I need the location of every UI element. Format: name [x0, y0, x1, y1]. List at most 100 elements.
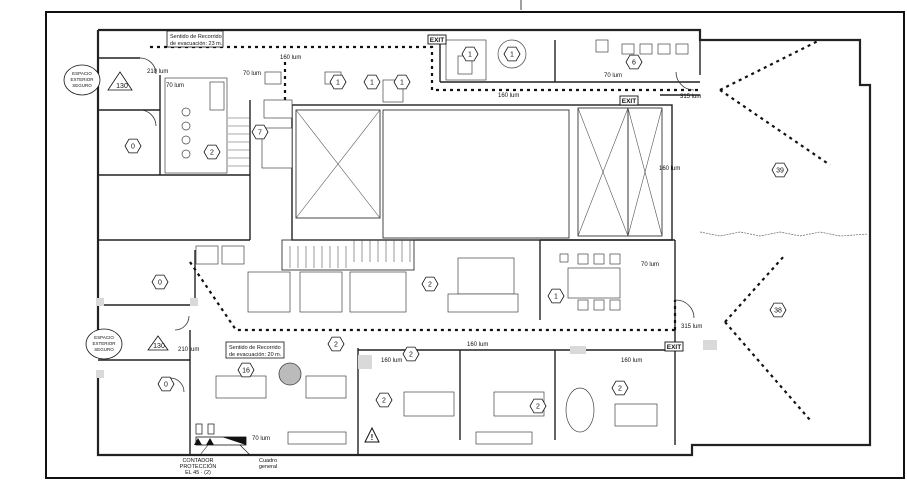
occupancy-marker: 39 — [771, 162, 789, 178]
occupancy-marker: 2 — [203, 144, 221, 160]
occupancy-marker: 1 — [363, 74, 381, 90]
evacuation-route-segment — [724, 254, 786, 323]
meter-counter-line-1: CONTADOR — [182, 458, 213, 464]
exit-sign-label: EXIT — [622, 98, 636, 105]
exit-sign: EXIT — [664, 341, 684, 352]
occupancy-marker-label: 0 — [131, 144, 135, 151]
safe-space-bottom: ESPACIO EXTERIOR SEGURO — [85, 328, 123, 360]
furniture — [164, 39, 689, 445]
occupancy-marker-label: 2 — [428, 282, 432, 289]
occupancy-marker: 2 — [529, 398, 547, 414]
occupancy-marker: 1 — [547, 288, 565, 304]
doors — [139, 57, 695, 393]
exit-sign: EXIT — [619, 95, 639, 106]
occupancy-marker: 2 — [421, 276, 439, 292]
occupancy-marker: 1 — [503, 46, 521, 62]
meter-counter-line-3: EL 45 · (2) — [185, 470, 211, 476]
lum-160-mid: 160 lum — [498, 93, 519, 99]
extinguisher-bottom-label: 130 — [153, 343, 165, 350]
route-note-long-line-2: de evacuación: 23 m. — [170, 41, 223, 47]
safe-space-bottom-line-1: ESPACIO — [94, 335, 114, 340]
occupancy-marker: 1 — [461, 46, 479, 62]
luminaire-labels: 160 lum 70 lum 210 lum 70 lum 160 lum 70… — [147, 55, 702, 442]
occupancy-marker-label: 1 — [336, 80, 340, 87]
occupancy-marker: 7 — [251, 124, 269, 140]
occupancy-marker: 2 — [611, 380, 629, 396]
occupancy-marker-label: 38 — [774, 308, 782, 315]
central-core — [228, 104, 673, 271]
exit-sign-label: EXIT — [430, 37, 444, 44]
lum-70-top: 70 lum — [243, 71, 261, 77]
lum-210-bottom: 210 lum — [178, 347, 199, 353]
extinguisher-bottom: 130 — [147, 335, 169, 351]
occupancy-marker: 2 — [327, 336, 345, 352]
structural-columns — [96, 298, 717, 378]
extinguisher-top-label: 130 — [116, 83, 128, 90]
occupancy-marker: 0 — [151, 274, 169, 290]
route-note-short: Sentido de Recorrido de evacuación: 20 m… — [225, 341, 285, 359]
meter-counter-line-2: PROTECCIÓN — [180, 463, 217, 470]
open-area-right — [699, 231, 869, 237]
exit-sign: EXIT — [427, 34, 447, 45]
lum-160-office-b: 160 lum — [621, 358, 642, 364]
occupancy-marker-label: 2 — [334, 342, 338, 349]
panel-line-1: Cuadro — [259, 458, 277, 464]
sheet-frame — [45, 11, 905, 479]
route-note-short-line-1: Sentido de Recorrido — [229, 345, 281, 351]
exit-sign-label: EXIT — [667, 344, 681, 351]
warning-icon: ! — [364, 426, 380, 443]
lum-160-corridor: 160 lum — [467, 342, 488, 348]
occupancy-marker: 0 — [124, 138, 142, 154]
occupancy-marker-label: 1 — [370, 80, 374, 87]
occupancy-marker-label: 2 — [382, 398, 386, 405]
lum-70-toilets: 70 lum — [604, 73, 622, 79]
occupancy-marker-label: 1 — [468, 52, 472, 59]
occupancy-marker: 6 — [625, 54, 643, 70]
occupancy-marker-label: 16 — [242, 368, 250, 375]
occupancy-marker: 1 — [329, 74, 347, 90]
extinguisher-top: 130 — [107, 71, 133, 91]
lum-315-bottom: 315 lum — [681, 324, 702, 330]
occupancy-marker: 0 — [157, 376, 175, 392]
occupancy-marker-label: 2 — [409, 352, 413, 359]
occupancy-marker-label: 0 — [164, 382, 168, 389]
evacuation-route-segment — [719, 39, 821, 91]
safe-space-top-line-2: EXTERIOR — [70, 77, 94, 82]
evacuation-route-segment — [150, 45, 700, 92]
lum-160-office-a: 160 lum — [381, 358, 402, 364]
lum-160-top: 160 lum — [280, 55, 301, 61]
occupancy-marker: 1 — [393, 74, 411, 90]
lum-70-bottom: 70 lum — [252, 436, 270, 442]
occupancy-marker-label: 1 — [400, 80, 404, 87]
lum-70-left: 70 lum — [166, 83, 184, 89]
route-note-long-line-1: Sentido de Recorrido — [170, 34, 222, 40]
occupancy-marker-label: 2 — [210, 150, 214, 157]
evacuation-route-segment — [719, 89, 831, 166]
occupancy-marker-label: 39 — [776, 168, 784, 175]
occupancy-marker: 2 — [402, 346, 420, 362]
occupancy-marker-label: 6 — [632, 60, 636, 67]
svg-text:!: ! — [371, 433, 374, 442]
occupancy-marker-label: 2 — [618, 386, 622, 393]
safe-space-top-line-1: ESPACIO — [72, 71, 92, 76]
evacuation-route-segment — [724, 321, 811, 421]
safe-space-bottom-line-3: SEGURO — [94, 347, 114, 352]
meter-block: CONTADOR PROTECCIÓN EL 45 · (2) Cuadro g… — [180, 436, 277, 476]
safety-signs-bottom — [194, 423, 215, 445]
lum-210-top: 210 lum — [147, 69, 168, 75]
occupancy-marker-label: 7 — [258, 130, 262, 137]
route-note-short-line-2: de evacuación: 20 m. — [229, 352, 282, 358]
occupancy-marker: 2 — [375, 392, 393, 408]
lum-160-core: 160 lum — [659, 166, 680, 172]
evacuation-routes — [150, 39, 831, 421]
occupancy-marker-label: 0 — [158, 280, 162, 287]
lum-315-top: 315 lum — [680, 94, 701, 100]
route-note-long: Sentido de Recorrido de evacuación: 23 m… — [166, 30, 224, 48]
occupancy-marker-label: 1 — [554, 294, 558, 301]
occupancy-marker: 16 — [237, 362, 255, 378]
occupancy-marker: 38 — [769, 302, 787, 318]
safe-space-bottom-line-2: EXTERIOR — [92, 341, 116, 346]
safe-space-top: ESPACIO EXTERIOR SEGURO — [63, 64, 101, 96]
